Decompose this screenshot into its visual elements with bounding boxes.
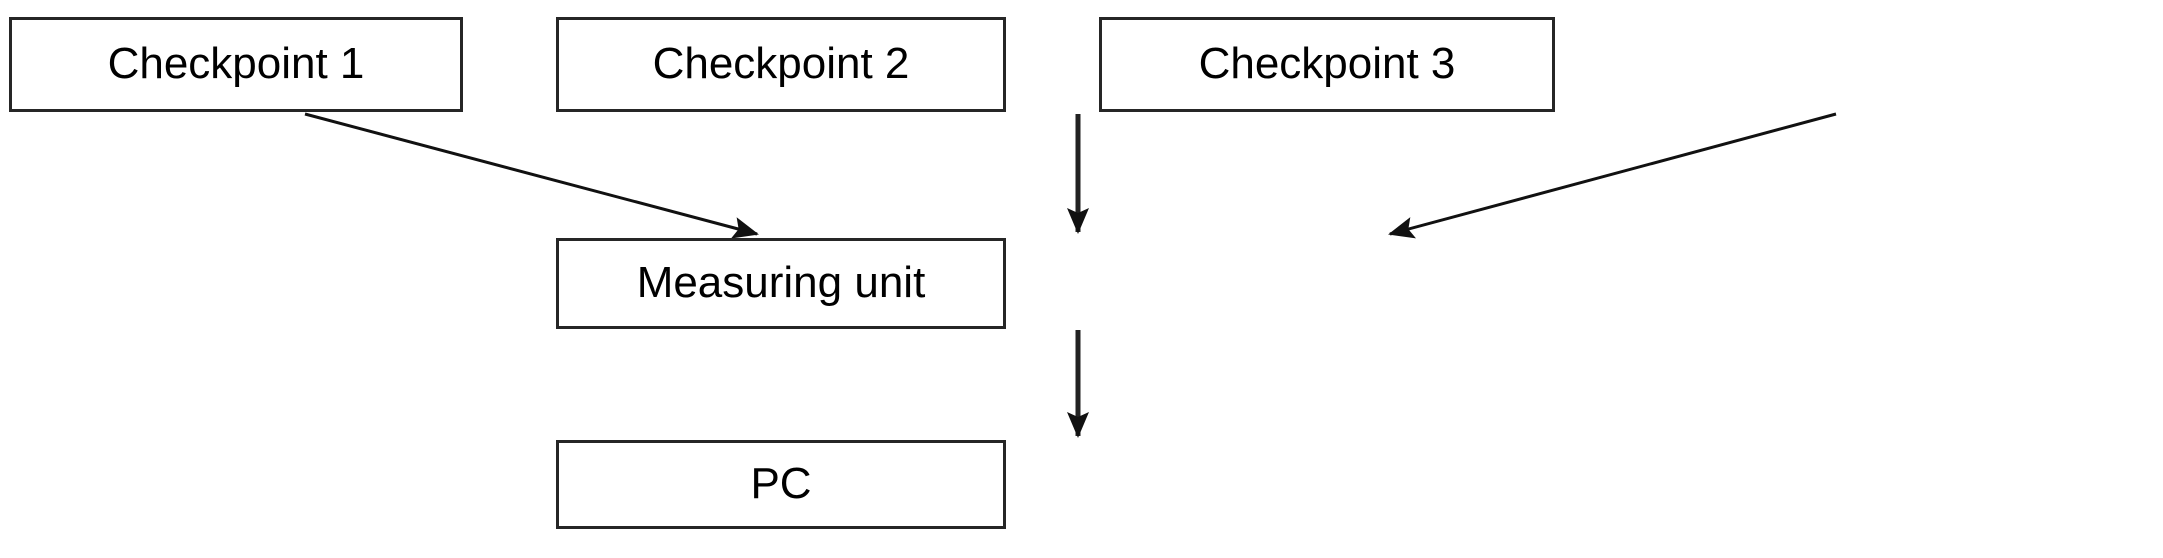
node-measuring-unit-label: Measuring unit <box>636 257 926 307</box>
node-checkpoint-2-label: Checkpoint 2 <box>652 38 910 88</box>
edge-checkpoint-3-to-measuring-unit <box>1388 112 1837 239</box>
node-measuring-unit[interactable]: Measuring unit <box>556 238 1006 329</box>
node-checkpoint-1-label: Checkpoint 1 <box>107 38 365 88</box>
node-checkpoint-2[interactable]: Checkpoint 2 <box>556 17 1006 112</box>
node-pc-label: PC <box>750 458 812 508</box>
node-checkpoint-3[interactable]: Checkpoint 3 <box>1099 17 1555 112</box>
node-checkpoint-1[interactable]: Checkpoint 1 <box>9 17 463 112</box>
edge-checkpoint-1-to-measuring-unit <box>304 112 759 239</box>
node-pc[interactable]: PC <box>556 440 1006 529</box>
node-checkpoint-3-label: Checkpoint 3 <box>1198 38 1456 88</box>
